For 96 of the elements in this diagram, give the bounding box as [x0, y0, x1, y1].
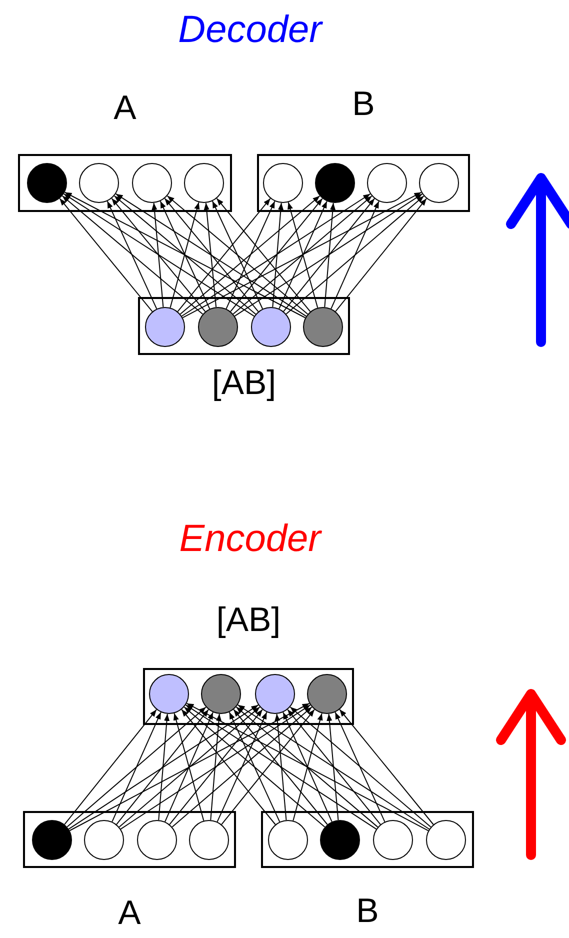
- connection-arrow: [186, 702, 429, 832]
- connection-arrow: [182, 192, 422, 318]
- connection-arrow: [173, 712, 204, 822]
- connection-arrow: [169, 709, 263, 825]
- connection-arrow: [228, 712, 280, 822]
- neuron-circle: [255, 674, 295, 714]
- connection-arrow: [274, 713, 287, 821]
- neuron-circle: [303, 307, 343, 347]
- layer-label: B: [351, 84, 376, 124]
- connection-arrow: [232, 195, 372, 315]
- neuron-circle: [79, 163, 119, 203]
- connection-arrow: [114, 195, 256, 315]
- connection-arrow: [172, 706, 312, 828]
- connection-arrow: [106, 200, 158, 310]
- connection-arrow: [272, 202, 284, 308]
- connection-arrow: [326, 713, 339, 821]
- connection-arrow: [234, 193, 423, 317]
- connection-arrow: [185, 704, 377, 830]
- connection-arrow: [166, 195, 308, 315]
- connection-arrow: [160, 200, 210, 310]
- neuron-circle: [137, 820, 177, 860]
- neuron-circle: [149, 674, 189, 714]
- connection-arrow: [111, 198, 206, 312]
- neuron-circle: [419, 163, 459, 203]
- connection-arrow: [335, 198, 427, 312]
- connection-arrow: [226, 200, 276, 310]
- connection-arrow: [339, 709, 434, 825]
- connection-arrow: [66, 706, 206, 828]
- neuron-circle: [132, 163, 172, 203]
- connection-arrow: [204, 202, 217, 308]
- neuron-circle: [189, 820, 229, 860]
- connection-arrow: [221, 709, 315, 825]
- neuron-circle: [315, 163, 355, 203]
- connection-arrow: [233, 709, 328, 825]
- neuron-circle: [367, 163, 407, 203]
- neuron-circle: [27, 163, 67, 203]
- neuron-circle: [426, 820, 466, 860]
- connection-arrow: [68, 704, 259, 830]
- connection-arrow: [164, 198, 259, 312]
- connection-arrow: [181, 193, 371, 317]
- connection-arrow: [164, 712, 214, 822]
- neuron-circle: [373, 820, 413, 860]
- connection-arrow: [59, 198, 153, 312]
- connection-arrow: [120, 704, 311, 830]
- connection-arrow: [286, 196, 424, 314]
- layer-label: A: [117, 893, 142, 933]
- connection-arrow: [62, 195, 204, 315]
- connection-arrow: [69, 702, 310, 832]
- connection-arrow: [330, 200, 380, 310]
- connection-arrow: [180, 195, 320, 315]
- neuron-circle: [251, 307, 291, 347]
- connection-arrow: [116, 709, 209, 825]
- neuron-circle: [320, 820, 360, 860]
- connection-arrow: [288, 202, 318, 308]
- connection-arrow: [287, 709, 381, 825]
- connection-arrow: [177, 198, 271, 312]
- connection-arrow: [64, 709, 157, 825]
- connection-arrow: [170, 202, 200, 308]
- connection-arrow: [324, 202, 336, 308]
- layer-label: [AB]: [210, 363, 278, 403]
- neuron-circle: [145, 307, 185, 347]
- neuron-circle: [268, 820, 308, 860]
- connection-arrow: [236, 706, 378, 828]
- connection-arrow: [292, 712, 323, 822]
- layer-label: B: [355, 891, 380, 931]
- connection-arrow: [118, 706, 260, 828]
- connection-arrow: [283, 198, 375, 312]
- connection-arrow: [334, 712, 386, 822]
- connection-arrow: [237, 704, 430, 830]
- neuron-circle: [201, 674, 241, 714]
- layer-label: [AB]: [215, 600, 282, 640]
- connection-arrow: [64, 192, 306, 318]
- neuron-circle: [84, 820, 124, 860]
- connection-arrow: [290, 706, 432, 828]
- connection-arrow: [158, 713, 170, 821]
- layer-label: A: [112, 88, 138, 128]
- section-title: Encoder: [179, 517, 321, 561]
- connection-arrow: [181, 709, 276, 825]
- connection-arrow: [216, 198, 311, 312]
- connection-arrow: [152, 202, 164, 308]
- connection-arrow: [112, 712, 162, 822]
- neuron-circle: [307, 674, 347, 714]
- section-title: Decoder: [178, 8, 322, 52]
- connection-arrow: [115, 193, 307, 317]
- neuron-circle: [184, 163, 224, 203]
- connection-arrow: [212, 200, 264, 310]
- neuron-circle: [32, 820, 72, 860]
- connection-arrow: [63, 193, 255, 317]
- connection-arrow: [230, 198, 323, 312]
- neuron-circle: [198, 307, 238, 347]
- connection-arrow: [184, 706, 326, 828]
- connection-arrow: [216, 712, 268, 822]
- neuron-circle: [263, 163, 303, 203]
- connection-arrow: [210, 713, 222, 821]
- connection-arrow: [282, 712, 332, 822]
- connection-arrow: [278, 200, 328, 310]
